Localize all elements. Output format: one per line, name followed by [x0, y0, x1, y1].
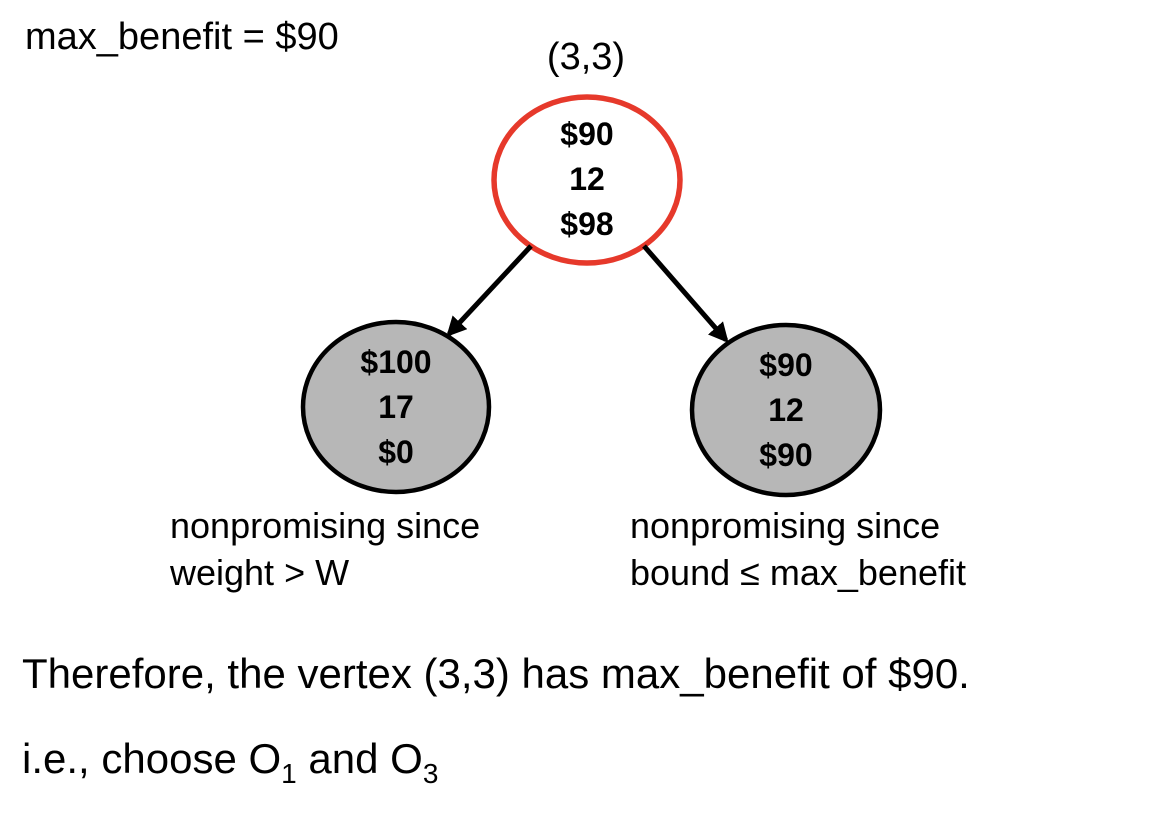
- right-child-weight: 12: [768, 392, 804, 428]
- conclusion-line2-prefix: i.e., choose O: [22, 735, 282, 782]
- conclusion-line2-sub1: 1: [281, 758, 297, 789]
- conclusion-line1: Therefore, the vertex (3,3) has max_bene…: [22, 650, 970, 697]
- edge-left-arrow: [446, 244, 533, 337]
- right-child-node-values: $90 12 $90: [759, 343, 812, 478]
- root-node-weight: 12: [569, 161, 605, 197]
- left-child-bound: $0: [378, 434, 414, 470]
- edge-right-arrow: [642, 244, 729, 344]
- root-node-bound: $98: [560, 206, 614, 242]
- left-child-caption: nonpromising since weight > W: [170, 502, 480, 596]
- left-child-node-values: $100 17 $0: [360, 340, 431, 475]
- max-benefit-label: max_benefit = $90: [25, 16, 339, 58]
- conclusion-line2: i.e., choose O1 and O3: [22, 735, 438, 788]
- right-child-node-circle: [689, 322, 883, 498]
- root-node-benefit: $90: [560, 116, 614, 152]
- left-child-weight: 17: [378, 389, 414, 425]
- root-node-circle: [491, 94, 683, 266]
- conclusion-line2-sub2: 3: [422, 758, 439, 789]
- right-caption-line1: nonpromising since: [630, 505, 941, 546]
- conclusion-line2-mid: and O: [296, 735, 423, 782]
- left-child-node-circle: [300, 319, 492, 495]
- right-child-caption: nonpromising since bound ≤ max_benefit: [630, 502, 966, 596]
- right-caption-line2: bound ≤ max_benefit: [630, 552, 966, 593]
- root-node-values: $90 12 $98: [560, 112, 613, 247]
- left-child-benefit: $100: [360, 344, 432, 380]
- left-caption-line2: weight > W: [170, 552, 350, 593]
- right-child-bound: $90: [759, 437, 813, 473]
- right-child-benefit: $90: [759, 347, 813, 383]
- left-caption-line1: nonpromising since: [170, 505, 481, 546]
- root-node-coord-label: (3,3): [546, 36, 626, 78]
